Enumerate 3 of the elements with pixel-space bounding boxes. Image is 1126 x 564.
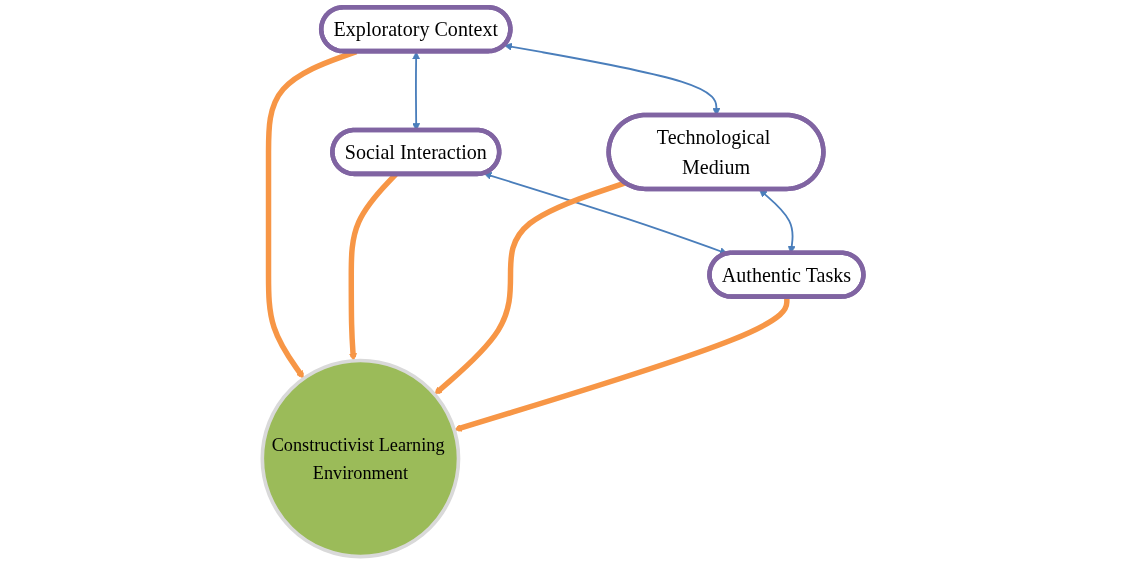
node-circle: Constructivist Learning Environment (260, 358, 461, 559)
arrow (434, 180, 627, 395)
arrow (454, 297, 790, 432)
